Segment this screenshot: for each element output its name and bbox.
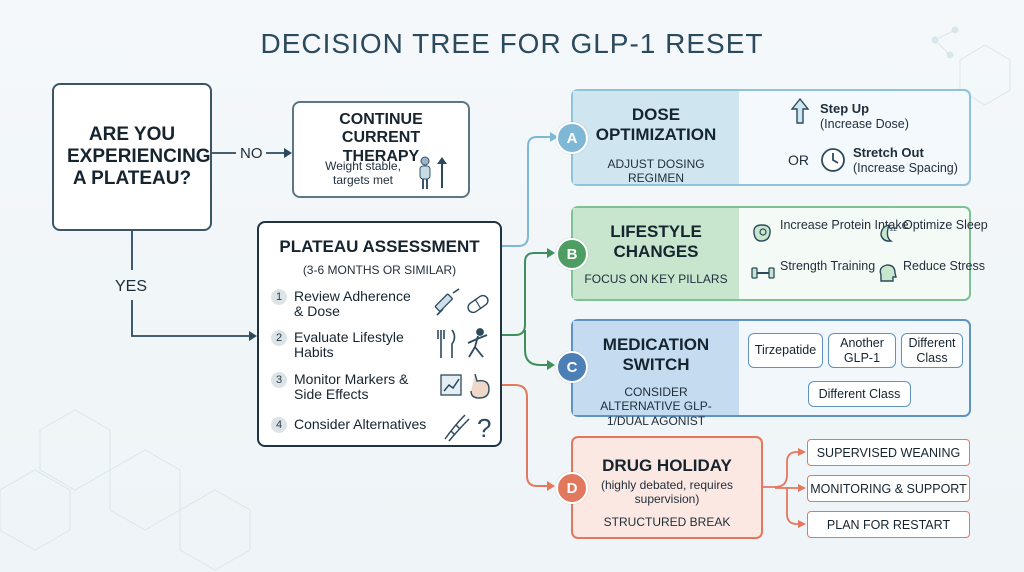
branch-b-arrowhead bbox=[547, 248, 555, 258]
dna-icon bbox=[444, 414, 470, 442]
chart-stomach-icons bbox=[440, 373, 490, 399]
d-fork-up bbox=[763, 451, 802, 488]
page-title: DECISION TREE FOR GLP-1 RESET bbox=[260, 28, 764, 59]
badge-a: A bbox=[556, 122, 588, 154]
assessment-subtitle: (3-6 MONTHS OR SIMILAR) bbox=[302, 263, 457, 277]
continue-therapy-box: CONTINUE CURRENT THERAPY Weight stable, … bbox=[292, 101, 470, 198]
choice-step-up: Step Up (Increase Dose) bbox=[820, 101, 909, 132]
syringe-pill-icons bbox=[434, 288, 489, 316]
choice-title: Stretch Out bbox=[853, 145, 924, 160]
option-a-box: DOSE OPTIMIZATION ADJUST DOSING REGIMEN bbox=[571, 89, 971, 186]
branch-a-line bbox=[502, 136, 554, 247]
option-c-subtitle: CONSIDER ALTERNATIVE GLP-1/DUAL AGONIST bbox=[600, 385, 712, 428]
step-number: 4 bbox=[271, 417, 287, 433]
choice-stretch-out: Stretch Out (Increase Spacing) bbox=[853, 145, 958, 176]
switch-different-class-result: Different Class bbox=[808, 381, 911, 407]
option-b-title: LIFESTYLE CHANGES bbox=[610, 222, 702, 262]
moon-icon: zz bbox=[880, 224, 898, 242]
exercise-icon bbox=[467, 328, 488, 358]
option-a-panel: DOSE OPTIMIZATION ADJUST DOSING REGIMEN bbox=[573, 91, 739, 186]
holiday-step-restart: PLAN FOR RESTART bbox=[807, 511, 970, 538]
option-b-box: LIFESTYLE CHANGES FOCUS ON KEY PILLARS bbox=[571, 206, 971, 301]
switch-another-glp1: Another GLP-1 bbox=[828, 333, 896, 368]
stomach-icon bbox=[470, 373, 490, 399]
utensils-exercise-icons bbox=[437, 328, 488, 358]
assessment-title: PLATEAU ASSESSMENT bbox=[279, 237, 480, 256]
no-label: NO bbox=[240, 145, 263, 162]
option-c-panel: MEDICATION SWITCH CONSIDER ALTERNATIVE G… bbox=[573, 321, 739, 428]
arrow-up-icon bbox=[790, 97, 810, 124]
switch-tirzepatide: Tirzepatide bbox=[748, 333, 823, 368]
assessment-step-1: 1 Review Adherence & Dose bbox=[271, 288, 419, 320]
option-a-subtitle: ADJUST DOSING REGIMEN bbox=[607, 157, 705, 186]
badge-b: B bbox=[556, 238, 588, 270]
assessment-step-4: 4 Consider Alternatives bbox=[271, 416, 444, 433]
branch-c-line bbox=[524, 330, 551, 366]
step-label: Review Adherence & Dose bbox=[294, 288, 411, 320]
continue-subtitle: Weight stable, targets met bbox=[325, 159, 401, 188]
person-arrow-up-icon bbox=[419, 156, 447, 189]
step-number: 3 bbox=[271, 372, 287, 388]
question-icon: ? bbox=[477, 413, 491, 443]
option-d-panel: DRUG HOLIDAY (highly debated, requires s… bbox=[573, 438, 761, 537]
assessment-step-3: 3 Monitor Markers & Side Effects bbox=[271, 371, 424, 403]
assessment-step-2: 2 Evaluate Lifestyle Habits bbox=[271, 329, 419, 361]
step-number: 2 bbox=[271, 330, 287, 346]
option-b-panel: LIFESTYLE CHANGES FOCUS ON KEY PILLARS bbox=[573, 208, 739, 299]
pillar-sleep: Optimize Sleep bbox=[903, 218, 988, 232]
clock-icon bbox=[821, 148, 845, 172]
pillar-protein: Increase Protein Intake bbox=[780, 218, 909, 232]
holiday-step-monitoring: MONITORING & SUPPORT bbox=[807, 475, 970, 502]
option-b-subtitle: FOCUS ON KEY PILLARS bbox=[584, 272, 728, 287]
pill-icon bbox=[467, 294, 489, 314]
dumbbell-icon bbox=[751, 267, 775, 279]
option-d-subtitle: STRUCTURED BREAK bbox=[603, 514, 731, 529]
option-d-title: DRUG HOLIDAY bbox=[602, 456, 732, 475]
option-c-title: MEDICATION SWITCH bbox=[602, 335, 710, 375]
branch-a-arrowhead bbox=[550, 132, 558, 142]
dna-question-icons: ? bbox=[444, 413, 491, 443]
question-text: ARE YOU EXPERIENCING A PLATEAU? bbox=[67, 123, 211, 190]
utensils-icon bbox=[437, 329, 456, 358]
holiday-step-weaning: SUPERVISED WEANING bbox=[807, 439, 970, 466]
question-box: ARE YOU EXPERIENCING A PLATEAU? bbox=[52, 83, 212, 231]
d-fork-down bbox=[786, 487, 802, 525]
pillar-strength: Strength Training bbox=[780, 259, 876, 273]
chart-icon bbox=[440, 374, 462, 396]
d-fork-down-arrowhead bbox=[798, 520, 806, 528]
step-label: Evaluate Lifestyle Habits bbox=[294, 329, 404, 361]
branch-d-arrowhead bbox=[547, 481, 555, 491]
steak-icon bbox=[753, 224, 771, 242]
plateau-assessment-box: PLATEAU ASSESSMENT (3-6 MONTHS OR SIMILA… bbox=[257, 221, 502, 447]
d-fork-up-arrowhead bbox=[798, 448, 806, 456]
option-d-box: DRUG HOLIDAY (highly debated, requires s… bbox=[571, 436, 763, 539]
badge-d: D bbox=[556, 472, 588, 504]
yes-connector-bottom bbox=[131, 300, 252, 337]
badge-c: C bbox=[556, 351, 588, 383]
svg-text:zz: zz bbox=[890, 226, 898, 233]
choice-title: Step Up bbox=[820, 101, 870, 116]
choice-detail: (Increase Dose) bbox=[820, 117, 909, 131]
syringe-icon bbox=[434, 288, 460, 316]
switch-different-class: Different Class bbox=[901, 333, 963, 368]
option-a-title: DOSE OPTIMIZATION bbox=[595, 105, 717, 145]
d-fork-mid-arrowhead bbox=[798, 484, 806, 492]
choice-detail: (Increase Spacing) bbox=[853, 161, 958, 175]
no-arrowhead bbox=[284, 148, 292, 158]
or-label: OR bbox=[788, 152, 809, 168]
step-number: 1 bbox=[271, 289, 287, 305]
yes-arrowhead bbox=[249, 331, 257, 341]
step-label: Monitor Markers & Side Effects bbox=[294, 371, 409, 403]
yes-label: YES bbox=[115, 278, 148, 295]
branch-d-line bbox=[502, 384, 551, 487]
continue-title: CONTINUE CURRENT THERAPY bbox=[339, 111, 423, 165]
branch-b-line bbox=[502, 252, 551, 336]
branch-c-arrowhead bbox=[547, 360, 555, 370]
pillar-stress: Reduce Stress bbox=[903, 259, 985, 273]
step-label: Consider Alternatives bbox=[294, 416, 427, 432]
head-icon bbox=[879, 264, 897, 282]
option-d-note: (highly debated, requires supervision) bbox=[600, 478, 734, 507]
svg-text:?: ? bbox=[477, 413, 491, 443]
